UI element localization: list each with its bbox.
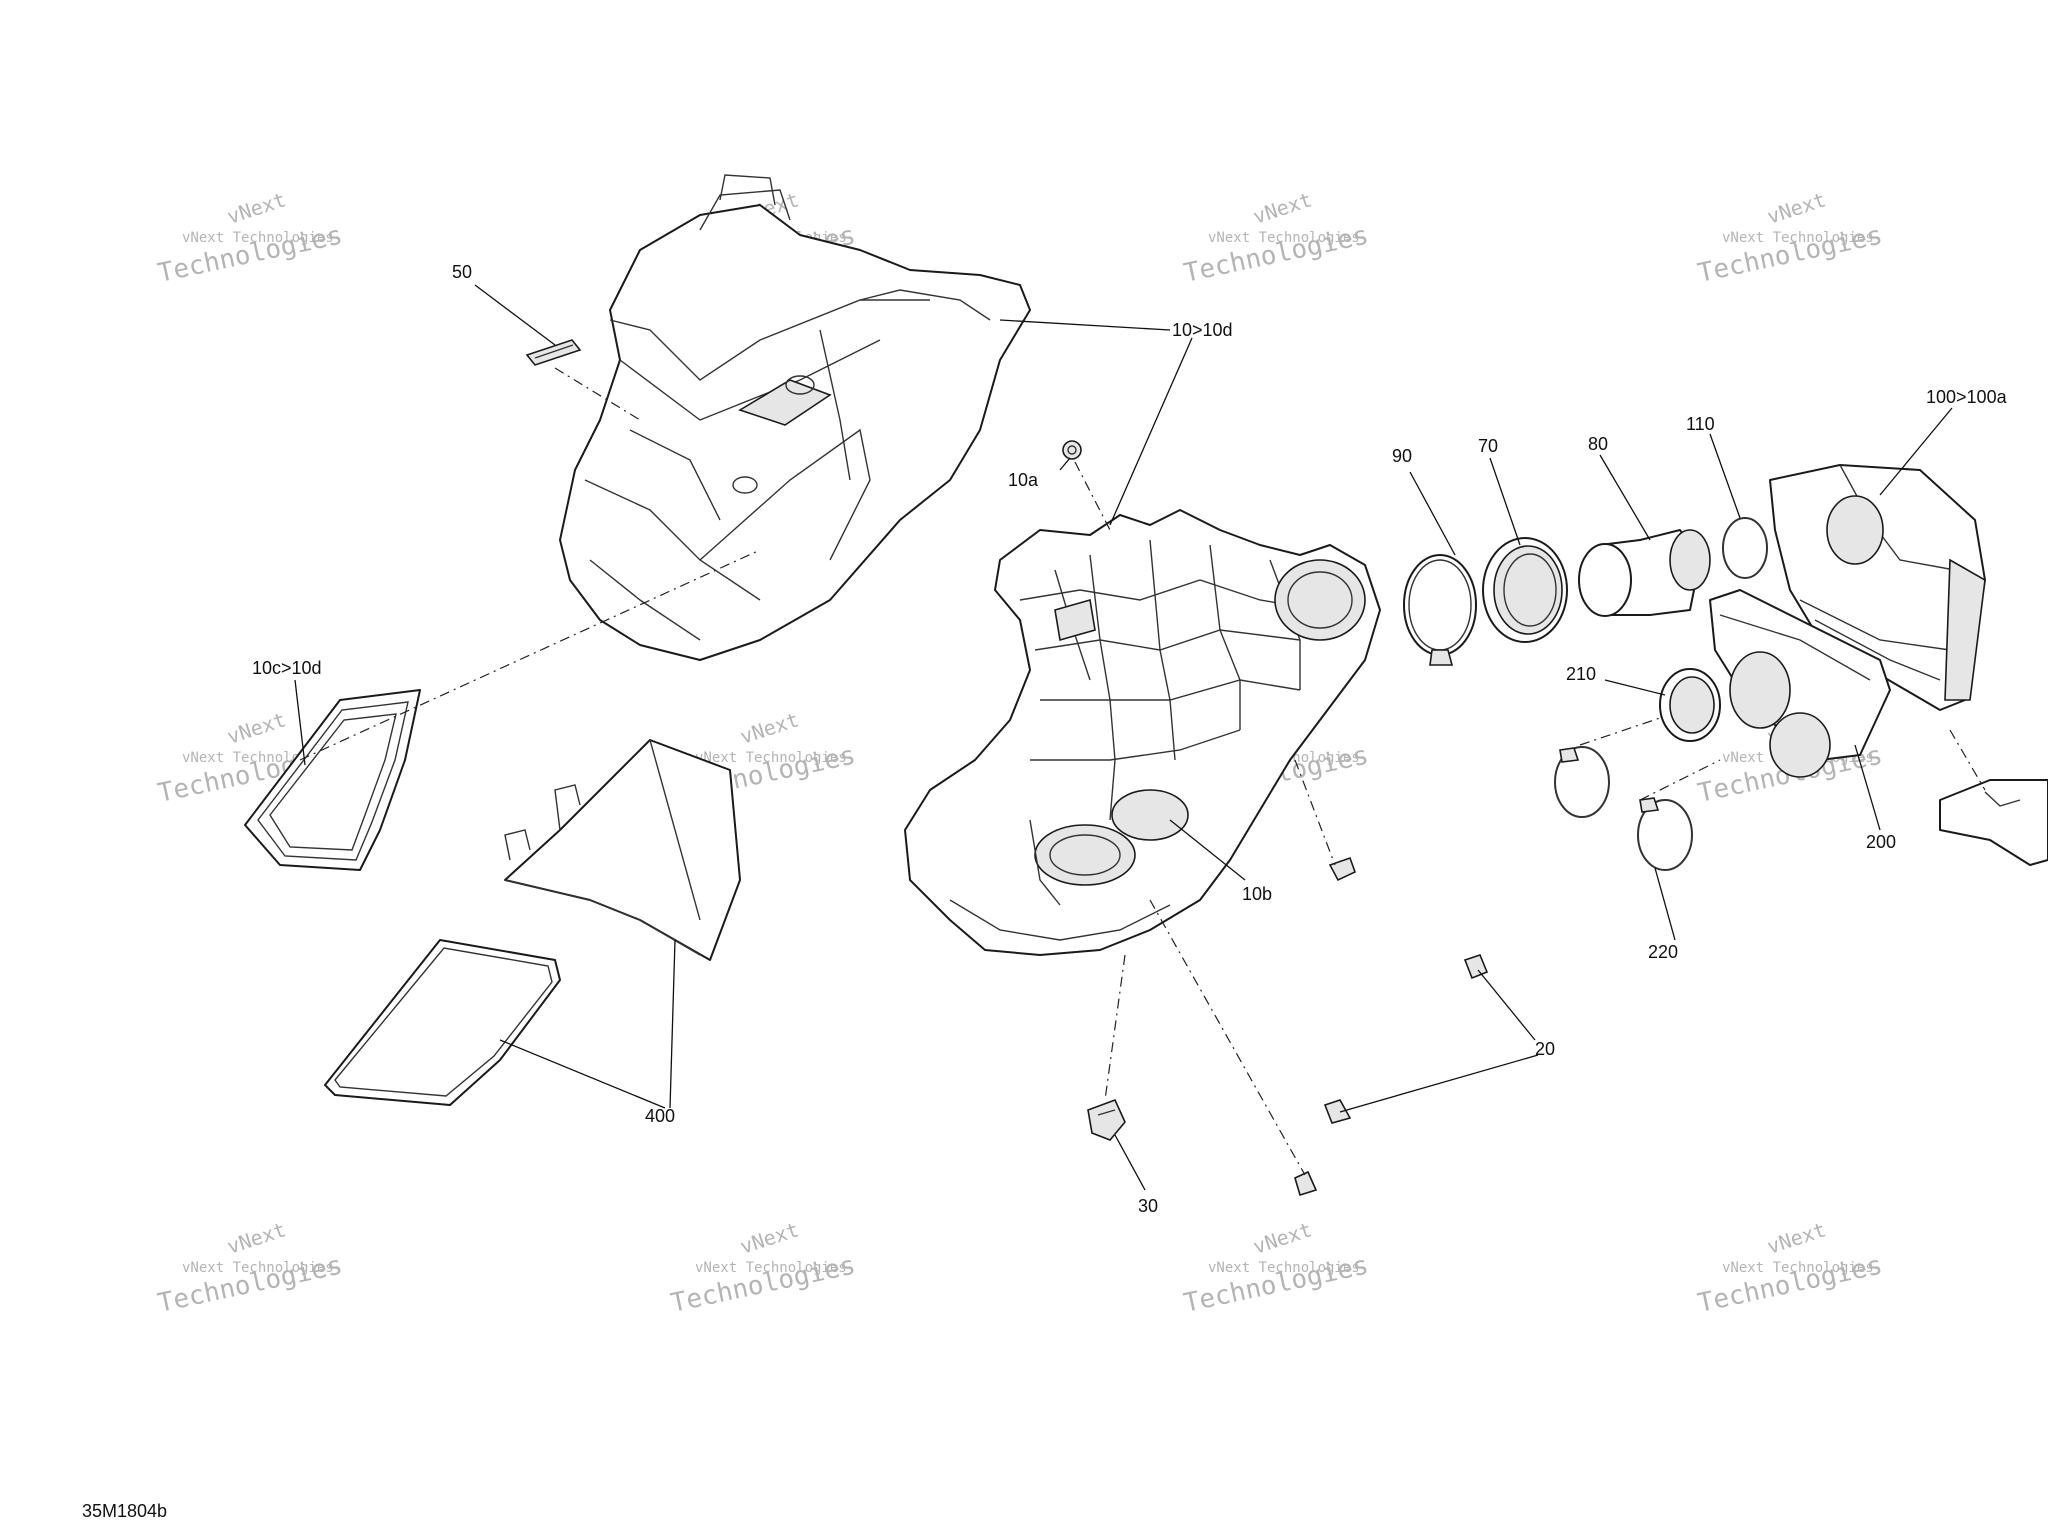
svg-text:vNext: vNext	[737, 1217, 802, 1258]
right-edge-plate[interactable]	[1939, 779, 2048, 866]
svg-text:vNext: vNext	[737, 707, 802, 748]
svg-text:vNext Technologies: vNext Technologies	[1208, 1260, 1360, 1276]
svg-text:vNext Technologies: vNext Technologies	[695, 750, 847, 766]
watermark: vNext vNext Technologies Technologies	[155, 187, 345, 289]
watermark: vNext vNext Technologies Technologies	[1695, 1217, 1885, 1319]
leader-lines	[294, 284, 1953, 1191]
part-20-clip[interactable]	[1463, 954, 1489, 980]
watermark: vNext vNext Technologies Technologies	[155, 1217, 345, 1319]
watermark: vNext vNext Technologies Technologies	[668, 1217, 858, 1319]
callout-20[interactable]: 20	[1535, 1039, 1555, 1059]
callout-labels: 50 10>10d 10a 90 70 80 110 100>100a 10c>…	[252, 262, 2008, 1216]
svg-text:vNext: vNext	[1764, 1217, 1829, 1258]
svg-text:vNext: vNext	[224, 1217, 289, 1258]
part-400-filter-plate[interactable]	[324, 939, 561, 1106]
part-10a-grommet[interactable]	[1062, 440, 1082, 460]
callout-70[interactable]: 70	[1478, 436, 1498, 456]
svg-text:vNext: vNext	[224, 187, 289, 228]
callout-210[interactable]: 210	[1566, 664, 1596, 684]
part-30-clip[interactable]	[1087, 1098, 1126, 1141]
callout-100-100a[interactable]: 100>100a	[1926, 387, 2008, 407]
callout-200[interactable]: 200	[1866, 832, 1896, 852]
watermark: vNext vNext Technologies Technologies	[1181, 1217, 1371, 1319]
part-80-intake-duct[interactable]	[1578, 529, 1711, 617]
part-20-clip[interactable]	[1328, 856, 1356, 882]
part-210-clamp[interactable]	[1554, 746, 1610, 818]
svg-text:vNext Technologies: vNext Technologies	[1722, 230, 1874, 246]
part-110-o-ring[interactable]	[1722, 517, 1768, 579]
part-50-clip[interactable]	[525, 339, 582, 366]
svg-text:vNext: vNext	[1250, 187, 1315, 228]
callout-220[interactable]: 220	[1648, 942, 1678, 962]
callout-10c-10d[interactable]: 10c>10d	[252, 658, 322, 678]
svg-text:vNext Technologies: vNext Technologies	[1208, 230, 1360, 246]
part-100-air-housing[interactable]	[1769, 464, 1986, 711]
watermark: vNext vNext Technologies Technologies	[1695, 187, 1885, 289]
lower-airbox-base[interactable]	[904, 509, 1381, 956]
callout-110[interactable]: 110	[1686, 414, 1715, 434]
diagram-reference-id: 35M1804b	[82, 1501, 167, 1521]
part-20-clip[interactable]	[1323, 1099, 1352, 1124]
svg-text:vNext Technologies: vNext Technologies	[1722, 1260, 1874, 1276]
svg-text:vNext: vNext	[1764, 187, 1829, 228]
callout-10-10d[interactable]: 10>10d	[1172, 320, 1233, 340]
part-200-mount-frame[interactable]	[1709, 589, 1891, 778]
assembly-lines	[299, 367, 1986, 1176]
callout-90[interactable]: 90	[1392, 446, 1412, 466]
part-220-clamp[interactable]	[1637, 797, 1693, 871]
part-210-coupler[interactable]	[1659, 668, 1721, 742]
callout-400[interactable]: 400	[645, 1106, 675, 1126]
svg-text:vNext Technologies: vNext Technologies	[182, 1260, 334, 1276]
svg-text:vNext: vNext	[1250, 1217, 1315, 1258]
part-90-clamp[interactable]	[1403, 554, 1477, 666]
svg-text:vNext: vNext	[224, 707, 289, 748]
callout-10a[interactable]: 10a	[1008, 470, 1039, 490]
part-400-filter-shield[interactable]	[504, 739, 741, 961]
part-70-adapter[interactable]	[1482, 537, 1568, 643]
part-20-clip[interactable]	[1294, 1170, 1318, 1197]
part-10c-seal-frame[interactable]	[244, 689, 421, 871]
watermark: vNext vNext Technologies Technologies	[1181, 187, 1371, 289]
svg-text:vNext Technologies: vNext Technologies	[695, 1260, 847, 1276]
callout-30[interactable]: 30	[1138, 1196, 1158, 1216]
upper-airbox-cover[interactable]	[559, 174, 1031, 661]
callout-80[interactable]: 80	[1588, 434, 1608, 454]
callout-50[interactable]: 50	[452, 262, 472, 282]
svg-text:vNext Technologies: vNext Technologies	[182, 230, 334, 246]
callout-10b[interactable]: 10b	[1242, 884, 1272, 904]
